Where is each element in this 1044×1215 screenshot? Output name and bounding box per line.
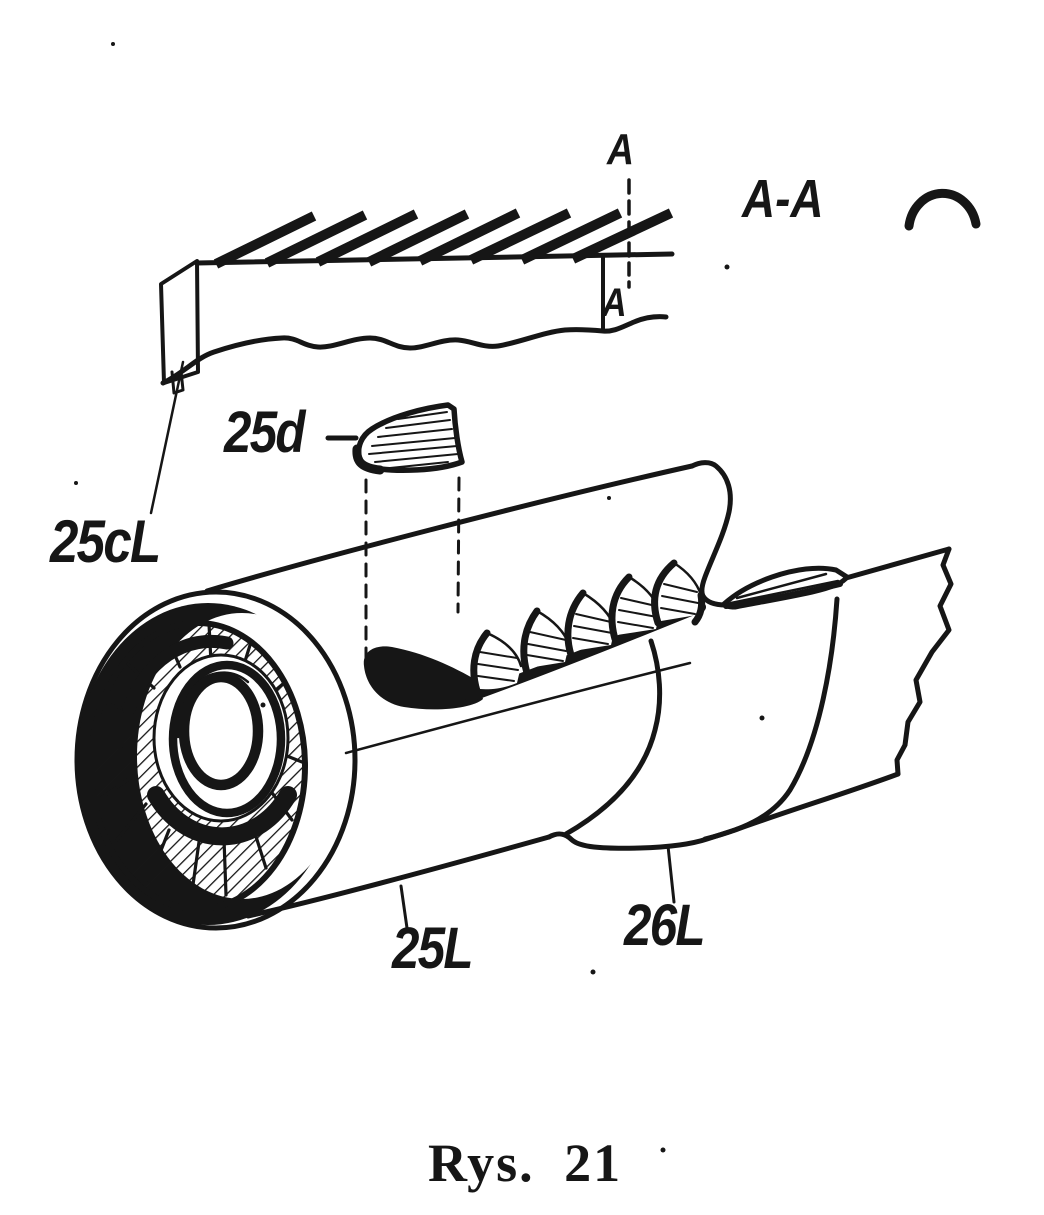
strip-teeth (213, 208, 674, 269)
fin-row (363, 559, 706, 710)
broken-edge (894, 546, 954, 777)
ink-specks (74, 42, 765, 1153)
section-view-label: A-A (742, 169, 824, 229)
detail-fin (325, 402, 465, 475)
label-outer-sleeve: 26L (624, 893, 706, 958)
projection-lines (364, 476, 461, 670)
label-inner-cylinder: 25L (392, 916, 474, 981)
section-marker-bottom-label: A (602, 281, 627, 325)
toothed-strip (159, 208, 675, 395)
sleeve-notch-fin (721, 565, 850, 610)
label-fin-detail: 25d (224, 400, 306, 465)
cylinder-front-face (74, 589, 358, 931)
section-profile-arc-icon (904, 188, 981, 231)
section-marker-top-label: A (607, 125, 634, 174)
inner-cylinder-body (204, 463, 695, 919)
leader-lines (149, 360, 676, 930)
figure-caption: Rys. 21 (428, 1133, 623, 1193)
label-strip-end: 25cL (50, 508, 161, 575)
outer-sleeve (546, 460, 954, 851)
